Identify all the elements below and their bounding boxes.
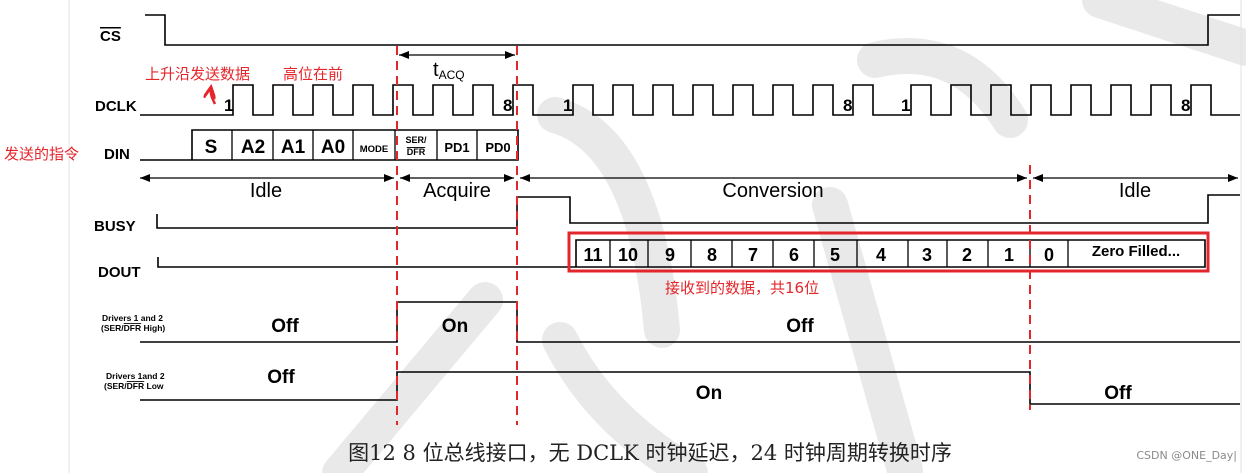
din-bit-mode: MODE <box>360 144 389 155</box>
dclk-group3-last: 8 <box>1181 96 1190 115</box>
drivers-low-suffix: Low <box>144 381 164 391</box>
cs-waveform <box>145 14 1240 46</box>
dout-bit-10: 10 <box>618 245 638 265</box>
dclk-label: DCLK <box>95 98 137 115</box>
dclk-group2-last: 8 <box>843 96 852 115</box>
din-label: DIN <box>104 146 130 163</box>
annotation-rising-edge: 上升沿发送数据 <box>145 65 250 83</box>
dout-bit-5: 5 <box>830 245 840 265</box>
din-bit-pd0: PD0 <box>485 140 510 155</box>
phase-label-conversion: Conversion <box>722 180 823 202</box>
drivers-high-state-on: On <box>442 316 468 337</box>
din-bit-a1: A1 <box>281 137 306 158</box>
tacq-subscript: ACQ <box>439 68 465 82</box>
din-bit-a0: A0 <box>321 137 345 158</box>
dout-label: DOUT <box>98 264 141 281</box>
drivers-low-state-on: On <box>696 383 722 404</box>
drivers-high-label-line2: (SER/DFR High) <box>101 323 165 333</box>
drivers-high-state-off-2: Off <box>786 316 814 337</box>
drivers-low-label-line1: Drivers 1and 2 <box>106 371 165 381</box>
drivers-low-state-off-2: Off <box>1104 383 1132 404</box>
drivers-low-waveform <box>140 371 1240 405</box>
dout-bit-4: 4 <box>876 245 886 265</box>
drivers-low-label-line2: (SER/DFR Low <box>104 381 164 391</box>
dout-zero-filled: Zero Filled... <box>1092 243 1180 260</box>
dout-bit-9: 9 <box>665 245 675 265</box>
drivers-low-ser: (SER/ <box>104 381 127 391</box>
drivers-low-dfr: DFR <box>127 381 144 391</box>
din-bit-a2: A2 <box>241 137 265 158</box>
dout-bit-2: 2 <box>962 245 972 265</box>
annotation-data-received: 接收到的数据，共16位 <box>665 279 819 297</box>
dout-bit-separators <box>609 240 1069 267</box>
annotation-msb-first: 高位在前 <box>283 65 343 83</box>
dout-bit-1: 1 <box>1004 245 1014 265</box>
tacq-label: tACQ <box>433 59 465 82</box>
din-bit-dfr: DFR <box>407 147 426 157</box>
din-bit-dfr-text: DFR <box>407 147 426 157</box>
dclk-waveform <box>140 84 1240 116</box>
dout-waveform <box>157 239 1206 268</box>
din-bit-separators <box>231 130 478 160</box>
drivers-low-state-off-1: Off <box>267 367 295 388</box>
dout-bit-7: 7 <box>748 245 758 265</box>
din-bit-pd1: PD1 <box>444 140 469 155</box>
phase-label-acquire: Acquire <box>423 180 491 202</box>
din-waveform <box>140 129 519 161</box>
annotation-command-sent: 发送的指令 <box>4 145 79 163</box>
busy-label: BUSY <box>94 218 136 235</box>
busy-waveform <box>156 194 1240 229</box>
dclk-group3-first: 1 <box>901 96 910 115</box>
cs-label-text: CS <box>100 28 121 45</box>
dout-bit-11: 11 <box>583 245 602 265</box>
annotation-arrow-icon <box>211 87 215 105</box>
phase-label-idle-2: Idle <box>1119 180 1151 202</box>
tacq-t: t <box>433 59 439 81</box>
cs-label: CS <box>100 28 121 45</box>
dout-bit-3: 3 <box>922 245 932 265</box>
watermark-logo-strokes <box>322 0 1246 473</box>
dout-bit-0: 0 <box>1044 245 1054 265</box>
figure-caption: 图12 8 位总线接口，无 DCLK 时钟延迟，24 时钟周期转换时序 <box>348 441 952 465</box>
dclk-group1-first: 1 <box>224 96 233 115</box>
received-data-highlight-box <box>567 231 1210 273</box>
drivers-high-dfr: DFR <box>124 323 141 333</box>
drivers-high-waveform <box>140 301 1240 343</box>
dclk-group2-first: 1 <box>563 96 572 115</box>
dout-bit-6: 6 <box>789 245 799 265</box>
drivers-high-label-line1: Drivers 1 and 2 <box>102 313 163 323</box>
drivers-high-state-off-1: Off <box>271 316 299 337</box>
dclk-group1-last: 8 <box>503 96 512 115</box>
drivers-high-suffix: High) <box>141 323 165 333</box>
csdn-watermark: CSDN @ONE_Day| <box>1136 449 1237 462</box>
din-bit-ser: SER/ <box>405 135 427 145</box>
phase-label-idle-1: Idle <box>250 180 282 202</box>
dout-bit-8: 8 <box>707 245 717 265</box>
drivers-high-ser: (SER/ <box>101 323 124 333</box>
din-bit-s: S <box>205 137 218 158</box>
